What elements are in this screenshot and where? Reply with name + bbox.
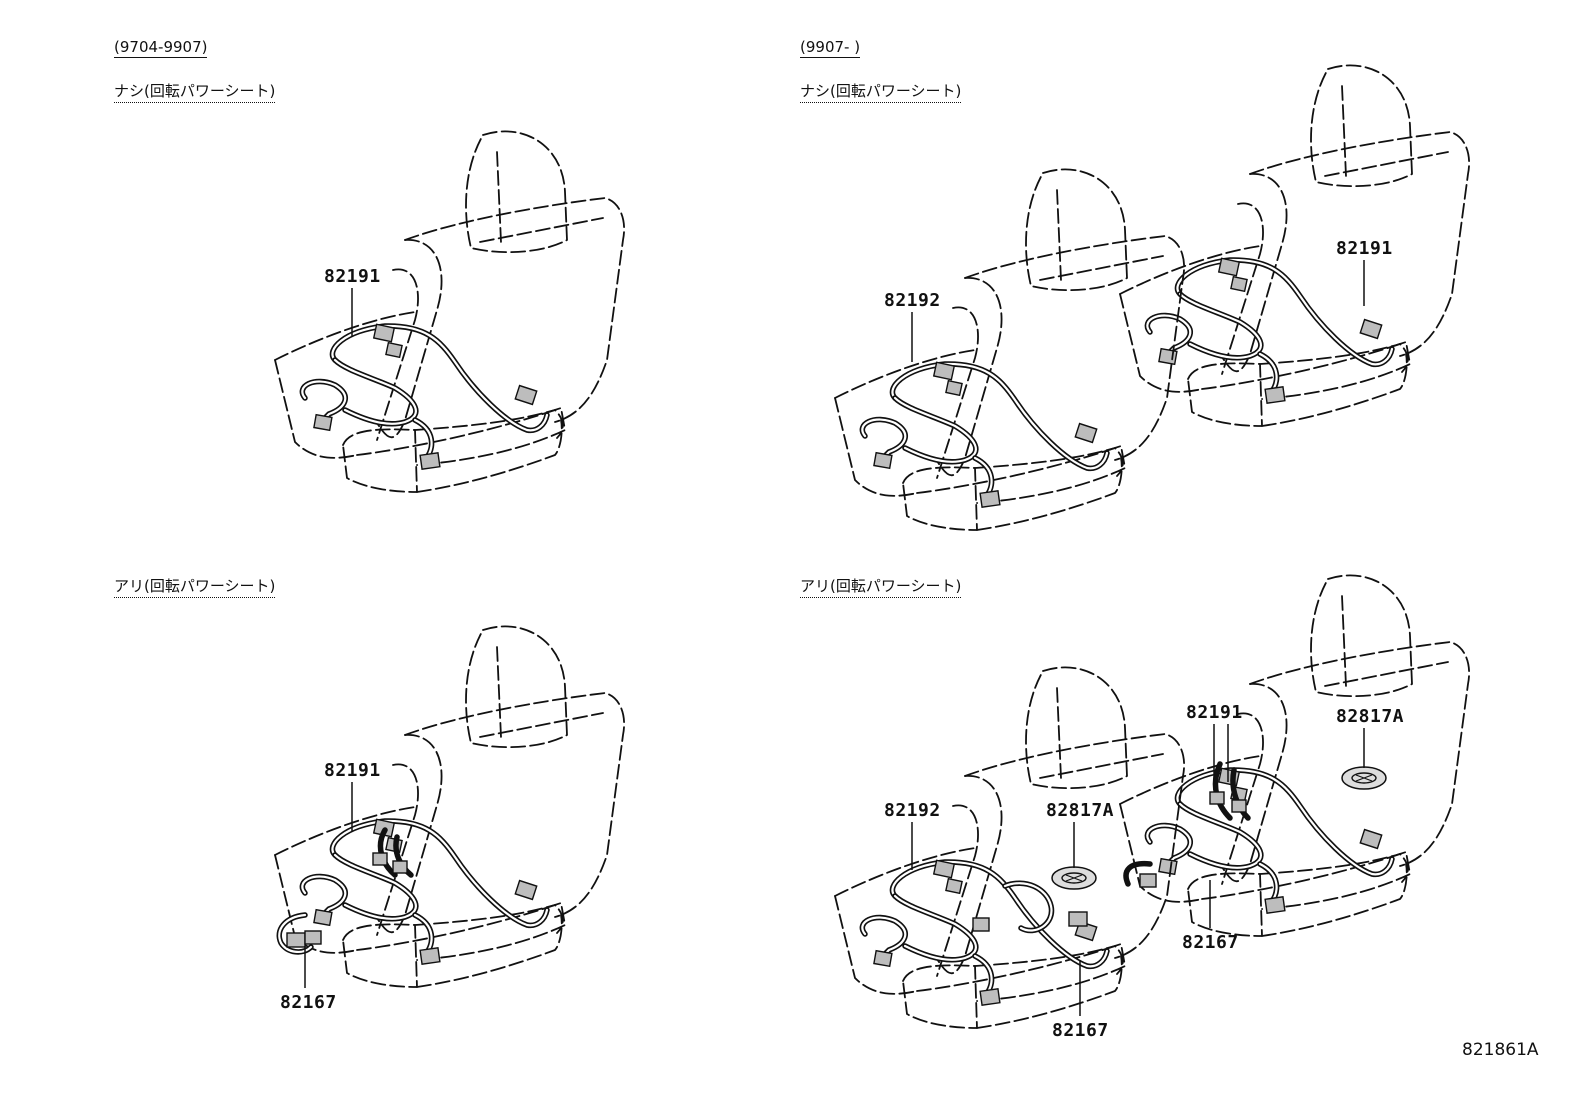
condition-top-right: ナシ(回転パワーシート) <box>800 82 962 103</box>
seat-bottom-right-front <box>834 666 1186 1029</box>
date-range-left: (9704-9907) <box>114 38 208 58</box>
leader-82191-bottom-right <box>1213 724 1229 790</box>
seat-top-left <box>274 130 626 493</box>
part-label-82191-top-left[interactable]: 82191 <box>324 266 381 287</box>
part-label-82167-bottom-right-left[interactable]: 82167 <box>1052 1020 1109 1041</box>
seat-bottom-right-rear <box>1119 574 1471 937</box>
condition-bottom-left: アリ(回転パワーシート) <box>114 577 276 598</box>
part-label-82191-bottom-left[interactable]: 82191 <box>324 760 381 781</box>
condition-bottom-right: アリ(回転パワーシート) <box>800 577 962 598</box>
illustration-reference-code: 821861A <box>1462 1040 1539 1060</box>
seat-top-right-rear <box>1119 64 1471 427</box>
seat-bottom-left <box>274 625 626 988</box>
part-label-82191-bottom-right[interactable]: 82191 <box>1186 702 1243 723</box>
part-label-82192-top-right[interactable]: 82192 <box>884 290 941 311</box>
part-label-82817a-bottom-right-left[interactable]: 82817A <box>1046 800 1115 821</box>
part-label-82192-bottom-right[interactable]: 82192 <box>884 800 941 821</box>
part-label-82167-bottom-left[interactable]: 82167 <box>280 992 337 1013</box>
seat-top-right-front <box>834 168 1186 531</box>
part-label-82191-top-right[interactable]: 82191 <box>1336 238 1393 259</box>
date-range-right: (9907- ) <box>800 38 861 58</box>
occupant-sensor-right <box>1341 766 1387 790</box>
occupant-sensor-left <box>1051 866 1097 890</box>
condition-top-left: ナシ(回転パワーシート) <box>114 82 276 103</box>
part-label-82817a-bottom-right-right[interactable]: 82817A <box>1336 706 1405 727</box>
part-label-82167-bottom-right-right[interactable]: 82167 <box>1182 932 1239 953</box>
